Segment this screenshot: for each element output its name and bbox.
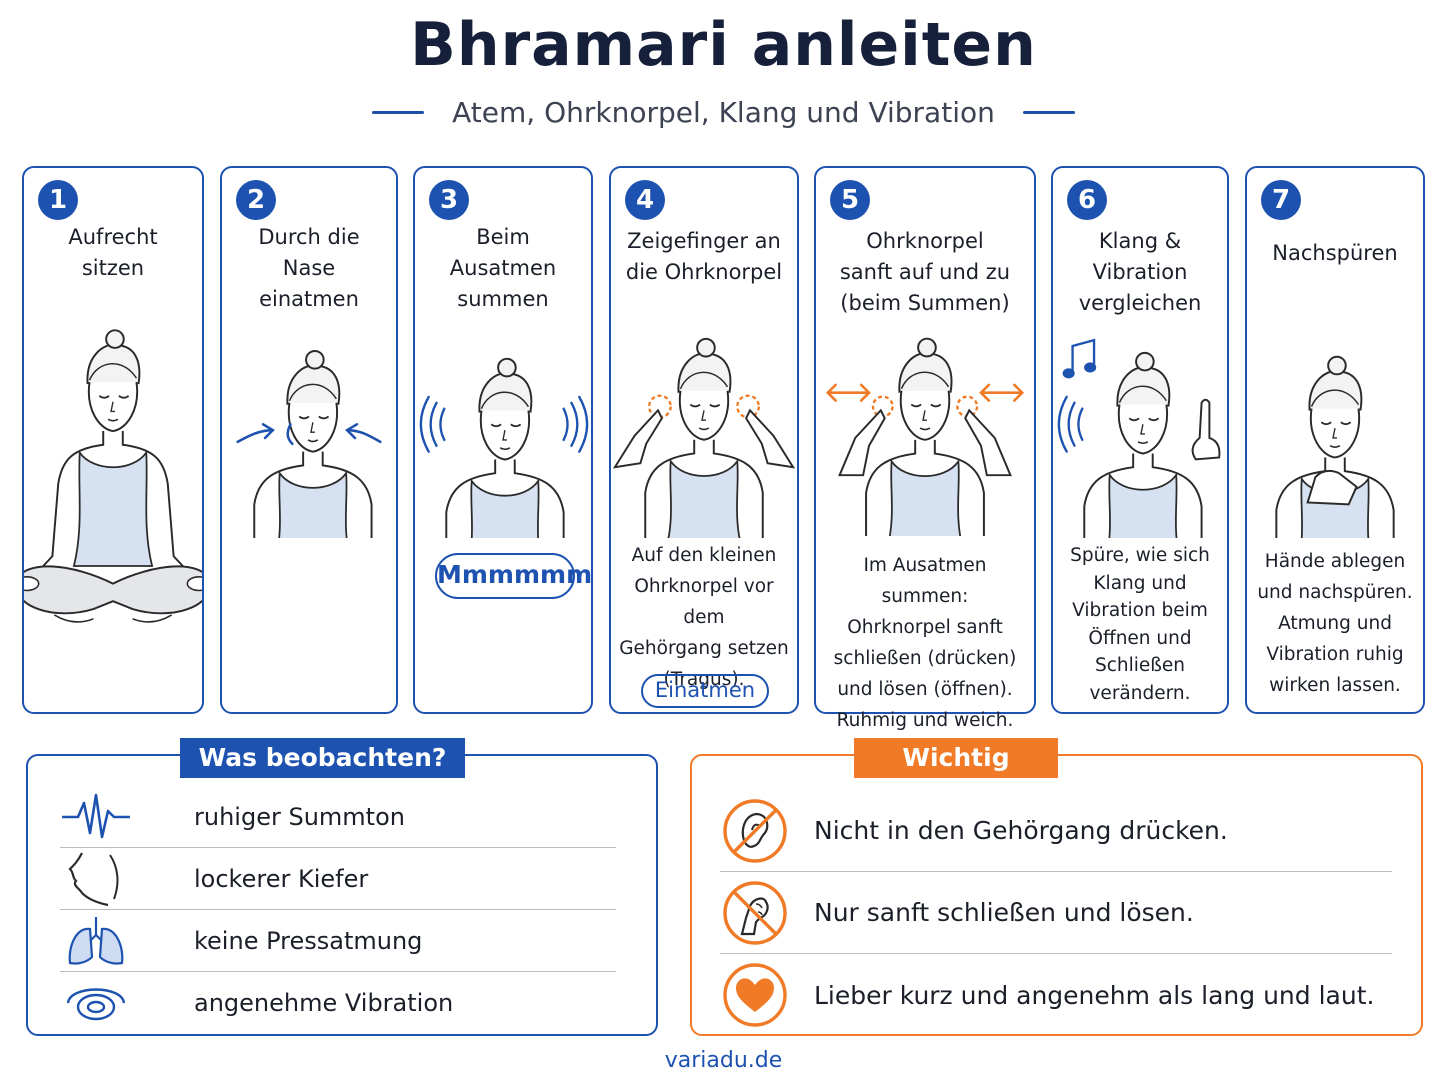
lungs-icon <box>68 916 124 965</box>
important-item-text: Nur sanft schließen und lösen. <box>814 898 1194 927</box>
important-item-text: Nicht in den Gehörgang drücken. <box>814 816 1228 845</box>
sound-waves-icon <box>419 395 589 453</box>
step-card-3: 3 Beim Ausatmen summen Mmmmmm <box>413 166 593 714</box>
important-heading: Wichtig <box>854 738 1058 778</box>
compare-sound-figure <box>1057 338 1221 538</box>
step-number: 3 <box>429 180 469 220</box>
important-item: Lieber kurz und angenehm als lang und la… <box>720 954 1392 1036</box>
step-number: 7 <box>1261 180 1301 220</box>
observe-heading: Was beobachten? <box>180 738 465 778</box>
sound-waves-icon <box>1057 395 1084 453</box>
observe-item-text: lockerer Kiefer <box>194 864 369 893</box>
finger-on-tragus-figure <box>612 337 796 538</box>
observe-item-text: keine Pressatmung <box>194 926 423 955</box>
step-title: Klang & Vibration vergleichen <box>1078 229 1202 315</box>
step-card-2: 2 Durch die Nase einatmen <box>220 166 398 714</box>
humming-figure <box>419 357 589 538</box>
inhale-label: Einatmen <box>641 674 769 708</box>
inhale-figure <box>236 350 382 538</box>
seated-meditation-figure <box>24 329 202 623</box>
important-item: Nur sanft schließen und lösen. <box>720 872 1392 954</box>
step-title: Aufrecht sitzen <box>68 225 158 280</box>
step-number: 1 <box>38 180 78 220</box>
vibration-waves-icon <box>66 988 126 1021</box>
hum-sound-label: Mmmmmm <box>435 553 592 599</box>
observe-item-text: ruhiger Summton <box>194 802 405 831</box>
music-note-icon <box>1062 338 1097 379</box>
double-arrow-icon <box>825 383 1025 402</box>
step-card-6: 6 Klang & Vibration vergleichen Spüre, w… <box>1051 166 1229 714</box>
step-title: Durch die Nase einatmen <box>258 225 360 311</box>
step-card-4: 4 Zeigefinger an die Ohrknorpel Auf den … <box>609 166 799 714</box>
heart-icon <box>723 963 787 1027</box>
page-subtitle: Atem, Ohrknorpel, Klang und Vibration <box>452 96 995 129</box>
step-number: 6 <box>1067 180 1107 220</box>
step-card-7: 7 Nachspüren Hände ablegen und nachspüre… <box>1245 166 1425 714</box>
subtitle-divider-right <box>1022 111 1075 114</box>
heartbeat-wave-icon <box>62 793 130 838</box>
step-title: Nachspüren <box>1272 241 1398 265</box>
raised-finger-icon <box>1191 398 1221 461</box>
inhale-arrow-icon <box>236 423 382 446</box>
page-title: Bhramari anleiten <box>410 10 1037 80</box>
step-card-1: 1 Aufrecht sitzen <box>22 166 204 714</box>
no-fist-icon <box>723 880 787 945</box>
open-close-tragus-figure <box>825 337 1025 536</box>
no-ear-icon <box>723 798 787 863</box>
subtitle-row: Atem, Ohrknorpel, Klang und Vibration <box>0 96 1447 129</box>
observe-item: lockerer Kiefer <box>60 848 616 910</box>
step-number: 4 <box>625 180 665 220</box>
observe-item: ruhiger Summton <box>60 786 616 848</box>
observe-panel: Was beobachten? ruhiger Summton lockerer… <box>26 738 658 1036</box>
observe-item: keine Pressatmung <box>60 910 616 972</box>
step-description: Im Ausatmen summen: Ohrknorpel sanft sch… <box>833 555 1017 731</box>
step-description: Hände ablegen und nachspüren. Atmung und… <box>1257 551 1413 696</box>
observe-item: angenehme Vibration <box>60 972 616 1034</box>
step-title: Beim Ausatmen summen <box>449 225 557 311</box>
important-item: Nicht in den Gehörgang drücken. <box>720 790 1392 872</box>
subtitle-divider-left <box>372 111 425 114</box>
footer-link[interactable]: variadu.de <box>664 1048 783 1073</box>
resting-figure <box>1275 355 1395 538</box>
step-description: Auf den kleinen Ohrknorpel vor dem Gehör… <box>619 545 789 690</box>
step-title: Ohrknorpel sanft auf und zu (beim Summen… <box>839 229 1011 315</box>
step-number: 2 <box>236 180 276 220</box>
important-panel: Wichtig Nicht in den Gehörgang drücken. … <box>690 738 1423 1036</box>
hand-on-chest-icon <box>1306 469 1358 506</box>
step-card-5: 5 Ohrknorpel sanft auf und zu (beim Summ… <box>814 166 1036 731</box>
step-description: Spüre, wie sich Klang und Vibration beim… <box>1070 545 1210 704</box>
observe-item-text: angenehme Vibration <box>194 989 454 1017</box>
step-title: Zeigefinger an die Ohrknorpel <box>625 229 783 284</box>
hand-icon <box>612 408 796 469</box>
important-item-text: Lieber kurz und angenehm als lang und la… <box>814 980 1375 1010</box>
face-profile-icon <box>68 852 119 906</box>
step-number: 5 <box>830 180 870 220</box>
